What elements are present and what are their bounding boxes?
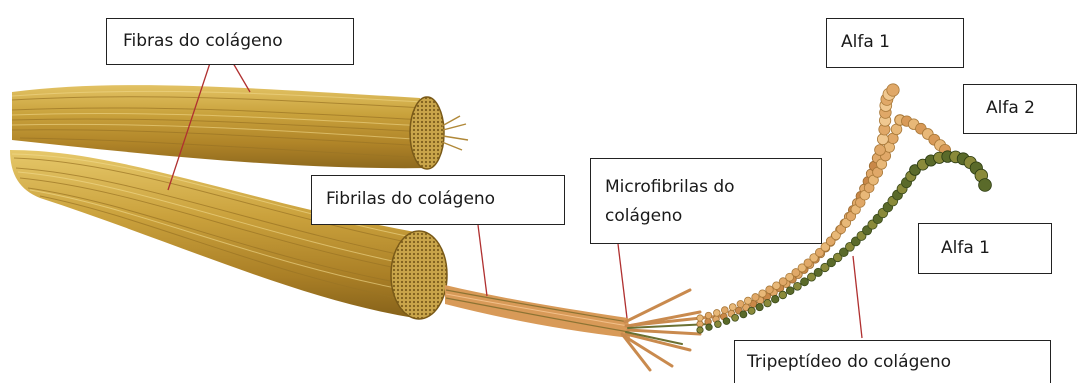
label-alfa-2: Alfa 2 (963, 84, 1077, 134)
label-alfa-1-bottom: Alfa 1 (918, 223, 1052, 274)
pointer-microfibrilas (618, 244, 627, 318)
label-microfibrilas-do-colageno: Microfibrilas do colágeno (590, 158, 822, 244)
label-fibras-do-colageno: Fibras do colágeno (106, 18, 354, 65)
pointer-fibras-2 (233, 63, 250, 92)
pointer-fibrilas (478, 225, 487, 296)
label-tripeptideo-do-colageno: Tripeptídeo do colágeno (734, 340, 1051, 383)
label-alfa-1-top: Alfa 1 (826, 18, 964, 68)
pointer-tripeptideo (853, 256, 862, 338)
label-fibrilas-do-colageno: Fibrilas do colágeno (311, 175, 565, 225)
pointer-fibras-1 (168, 63, 210, 190)
